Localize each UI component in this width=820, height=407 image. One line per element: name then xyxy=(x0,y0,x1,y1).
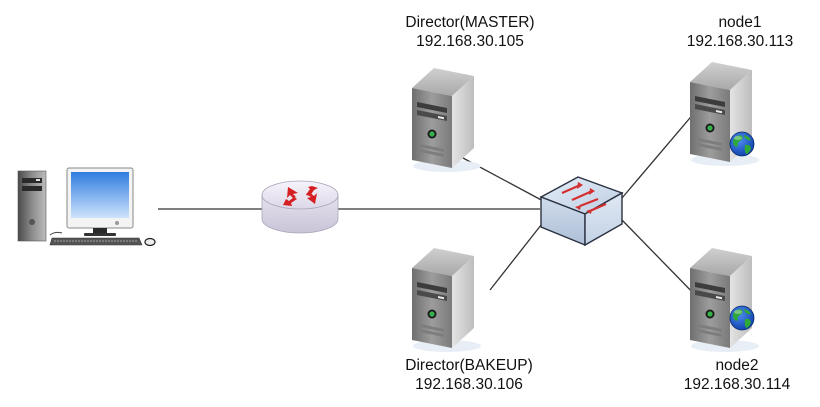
director-backup-name: Director(BAKEUP) xyxy=(405,357,533,374)
director-master-server-icon xyxy=(412,68,481,172)
link-switch-node1 xyxy=(621,111,696,199)
node2-ip: 192.168.30.114 xyxy=(683,376,791,393)
node1-name: node1 xyxy=(718,14,762,31)
mouse-icon xyxy=(49,231,156,247)
pc-tower-icon xyxy=(17,170,47,242)
node1-label: node1 192.168.30.113 xyxy=(640,13,820,51)
monitor-icon xyxy=(66,167,134,236)
router-icon xyxy=(261,180,339,234)
globe-icon xyxy=(729,305,755,331)
keyboard-icon xyxy=(49,237,143,246)
globe-icon xyxy=(729,131,755,157)
node1-ip: 192.168.30.113 xyxy=(686,33,794,50)
node2-web-server-icon xyxy=(690,248,759,352)
client-pc xyxy=(17,167,156,247)
link-director-backup-switch xyxy=(489,219,546,291)
node2-label: node2 192.168.30.114 xyxy=(637,356,820,394)
director-master-label: Director(MASTER) 192.168.30.105 xyxy=(370,13,570,51)
director-master-name: Director(MASTER) xyxy=(405,14,535,31)
switch-icon xyxy=(539,176,624,247)
director-backup-label: Director(BAKEUP) 192.168.30.106 xyxy=(369,356,569,394)
node2-name: node2 xyxy=(715,357,759,374)
director-backup-server-icon xyxy=(412,248,481,352)
link-switch-node2 xyxy=(621,219,701,301)
director-master-ip: 192.168.30.105 xyxy=(416,33,524,50)
director-backup-ip: 192.168.30.106 xyxy=(415,376,523,393)
node1-web-server-icon xyxy=(690,62,759,166)
